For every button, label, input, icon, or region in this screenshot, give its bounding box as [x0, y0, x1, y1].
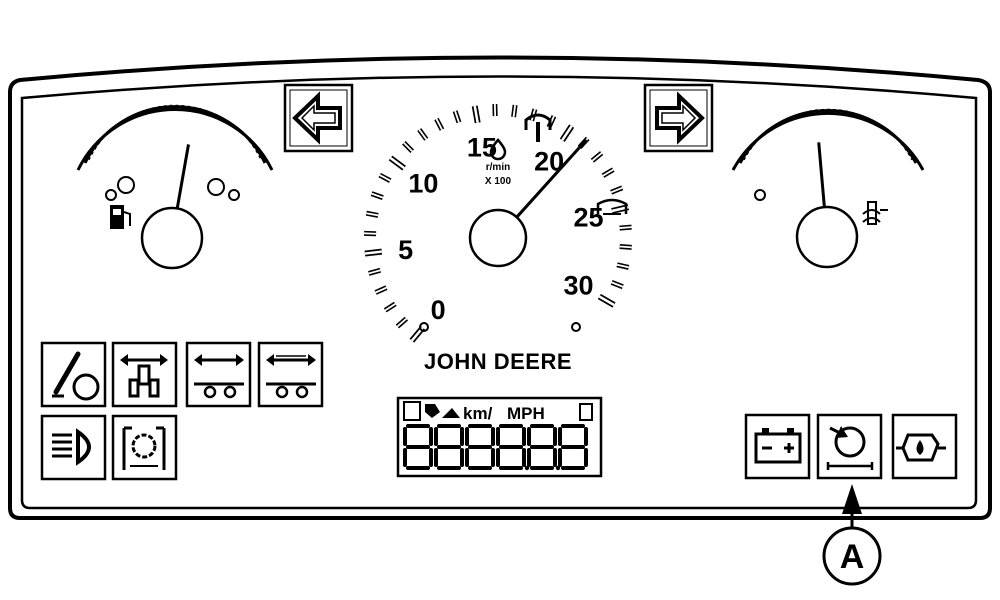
tachometer-tick-highlight: [364, 250, 382, 255]
tachometer-tick-highlight: [616, 263, 629, 269]
panel-outer-outline: [8, 55, 992, 520]
tachometer-tick-highlight: [384, 303, 396, 312]
lcd-digit: [434, 424, 464, 470]
tachometer-tick-highlight: [512, 104, 516, 118]
transmission-oil-icon: [826, 426, 874, 470]
lcd-digit-row: [403, 424, 588, 471]
tachometer-tick-highlight: [379, 174, 391, 182]
tachometer-tick-highlight: [454, 110, 460, 123]
tachometer-hub: [468, 208, 528, 268]
parking-brake-icon: [52, 351, 100, 401]
tachometer-label-5: 5: [398, 235, 413, 265]
fuel-gauge: [76, 104, 274, 270]
transmission-oil-indicator: [816, 413, 883, 480]
pto-icon: [122, 426, 166, 470]
fuel-pump-icon: [110, 205, 131, 229]
callout-a-label: A: [840, 538, 865, 576]
scale-zero-dot: [419, 322, 429, 332]
high-beam-indicator: [40, 414, 107, 481]
tachometer-tick-highlight: [366, 212, 379, 217]
lcd-digit: [558, 424, 588, 470]
scale-thirty-dot: [571, 322, 581, 332]
tachometer-tick-highlight: [602, 168, 614, 177]
tachometer-tick-highlight: [375, 286, 387, 294]
lcd-decimal-point: [524, 465, 530, 471]
lcd-display: km/ MPH: [396, 396, 603, 478]
engine-oil-pressure-icon: [896, 433, 946, 462]
rpm-multiplier-label: X 100: [485, 176, 512, 187]
lcd-digit: [465, 424, 495, 470]
battery-charge-indicator: [744, 413, 811, 480]
tachometer-tick-highlight: [368, 269, 381, 275]
tachometer-tick-highlight: [611, 281, 624, 288]
tachometer-needle: [514, 138, 588, 219]
tachometer-label-20: 20: [534, 146, 564, 176]
engine-speed-icon: [596, 198, 628, 215]
tachometer-tick-highlight: [619, 245, 632, 249]
tachometer-tick-highlight: [418, 129, 428, 140]
lcd-digit: [496, 424, 530, 471]
tachometer-tick-highlight: [389, 156, 405, 170]
tachometer-tick-highlight: [371, 192, 384, 199]
tachometer-tick-highlight: [473, 105, 479, 123]
tachometer-tick-highlight: [598, 295, 615, 307]
left-turn-arrow-icon: [292, 91, 342, 145]
second-trailer-turn-indicator: [257, 341, 324, 408]
lcd-unit-km: km/: [463, 404, 493, 423]
tachometer-tick-highlight: [610, 186, 623, 194]
lcd-unit-mph: MPH: [507, 404, 545, 423]
second-trailer-turn-icon: [266, 354, 316, 399]
rpm-unit-label: r/min: [486, 162, 510, 173]
tachometer-tick-highlight: [619, 226, 632, 229]
lcd-decimal-point: [555, 465, 561, 471]
lcd-digit: [403, 424, 433, 470]
lcd-digit: [527, 424, 561, 471]
right-turn-arrow-icon: [655, 91, 705, 145]
first-trailer-turn-indicator: [185, 341, 252, 408]
temperature-gauge-hub: [795, 205, 859, 269]
parking-brake-indicator: [40, 341, 107, 408]
panel-inner-outline: [20, 75, 978, 510]
tachometer-label-10: 10: [408, 169, 438, 199]
brand-logo: JOHN DEERE: [424, 349, 572, 374]
callout-a: A: [822, 484, 882, 586]
first-trailer-turn-icon: [194, 354, 244, 399]
tachometer-tick-highlight: [435, 118, 443, 131]
coolant-temperature-icon: [862, 201, 888, 225]
tachometer-tick-highlight: [396, 317, 407, 328]
lcd-warning-icon: [442, 408, 460, 418]
tachometer-tick-highlight: [403, 142, 413, 152]
battery-charge-icon: [754, 428, 802, 464]
rpm-drop-icon: [489, 138, 507, 161]
fuel-gauge-hub: [140, 206, 204, 270]
four-wheel-drive-icon: [120, 354, 168, 398]
pto-indicator: [111, 414, 178, 481]
temperature-gauge-needle: [817, 142, 826, 208]
engine-oil-pressure-indicator: [891, 413, 958, 480]
right-turn-indicator: [643, 83, 714, 153]
four-wheel-drive-indicator: [111, 341, 178, 408]
lcd-status-icon: [425, 404, 440, 418]
tachometer: 0 5 10 15 20 25 30 r/min X 100 JOHN DEER…: [363, 103, 632, 374]
coolant-temperature-gauge: [731, 108, 925, 269]
tachometer-label-0: 0: [431, 295, 446, 325]
tachometer-tick-highlight: [591, 152, 603, 162]
fuel-gauge-needle: [175, 144, 190, 209]
callout-a-circle: [822, 526, 882, 586]
tachometer-tick-highlight: [561, 125, 573, 141]
tachometer-label-30: 30: [563, 271, 593, 301]
high-beam-icon: [52, 428, 91, 466]
left-turn-indicator: [283, 83, 354, 153]
pto-speed-icon: [524, 113, 552, 142]
